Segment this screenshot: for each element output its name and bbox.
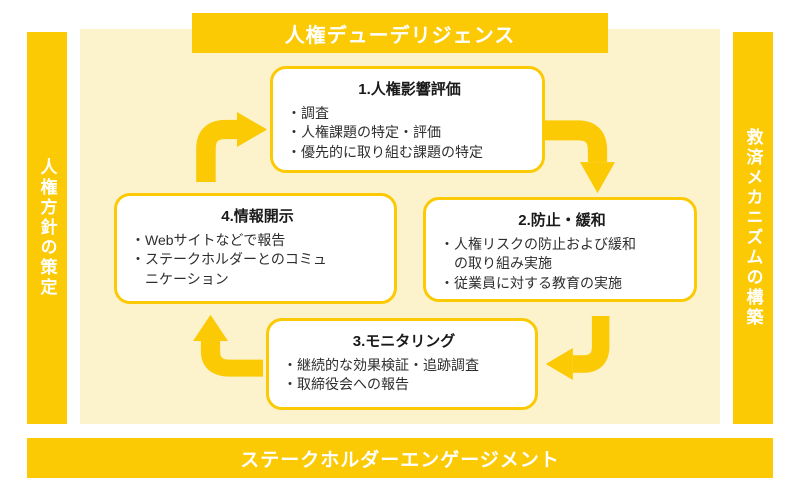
bullet-item: Webサイトなどで報告 — [131, 231, 384, 250]
arrow-step2-to-step3-icon — [545, 316, 610, 380]
step-box-2-prevention-mitigation: 2.防止・緩和 人権リスクの防止および緩和 の取り組み実施従業員に対する教育の実… — [423, 197, 697, 302]
step-1-items: 調査人権課題の特定・評価優先的に取り組む課題の特定 — [287, 104, 532, 162]
step-3-items: 継続的な効果検証・追跡調査取締役会への報告 — [283, 356, 525, 395]
arrow-step4-to-step1-icon — [196, 112, 268, 182]
step-2-title: 2.防止・緩和 — [518, 212, 606, 229]
top-banner-label: 人権デューデリジェンス — [284, 24, 516, 47]
bullet-item: 優先的に取り組む課題の特定 — [287, 143, 532, 162]
bullet-item: 取締役会への報告 — [283, 375, 525, 394]
bullet-item: 人権リスクの防止および緩和 の取り組み実施 — [440, 235, 684, 274]
bullet-item: ステークホルダーとのコミュ ニケーション — [131, 250, 384, 289]
arrow-step3-to-step4-icon — [193, 314, 263, 377]
bullet-item: 従業員に対する教育の実施 — [440, 274, 684, 293]
step-4-title: 4.情報開示 — [221, 208, 294, 225]
bottom-banner-label: ステークホルダーエンゲージメント — [240, 449, 560, 471]
right-side-bar: 救済メカニズムの構築 — [733, 32, 773, 424]
right-side-bar-label: 救済メカニズムの構築 — [743, 128, 763, 328]
step-box-3-monitoring: 3.モニタリング 継続的な効果検証・追跡調査取締役会への報告 — [266, 318, 538, 410]
left-side-bar-label: 人権方針の策定 — [37, 158, 57, 298]
step-box-4-disclosure: 4.情報開示 Webサイトなどで報告ステークホルダーとのコミュ ニケーション — [114, 193, 397, 304]
left-side-bar: 人権方針の策定 — [27, 32, 67, 424]
step-box-1-impact-assessment: 1.人権影響評価 調査人権課題の特定・評価優先的に取り組む課題の特定 — [270, 66, 545, 173]
step-2-items: 人権リスクの防止および緩和 の取り組み実施従業員に対する教育の実施 — [440, 235, 684, 293]
bullet-item: 人権課題の特定・評価 — [287, 123, 532, 142]
arrow-step1-to-step2-icon — [545, 120, 615, 194]
step-3-title: 3.モニタリング — [352, 333, 456, 350]
bullet-item: 継続的な効果検証・追跡調査 — [283, 356, 525, 375]
step-1-title: 1.人権影響評価 — [358, 81, 461, 98]
bullet-item: 調査 — [287, 104, 532, 123]
top-banner: 人権デューデリジェンス — [192, 13, 608, 53]
step-4-items: Webサイトなどで報告ステークホルダーとのコミュ ニケーション — [131, 231, 384, 289]
bottom-banner: ステークホルダーエンゲージメント — [27, 438, 773, 478]
